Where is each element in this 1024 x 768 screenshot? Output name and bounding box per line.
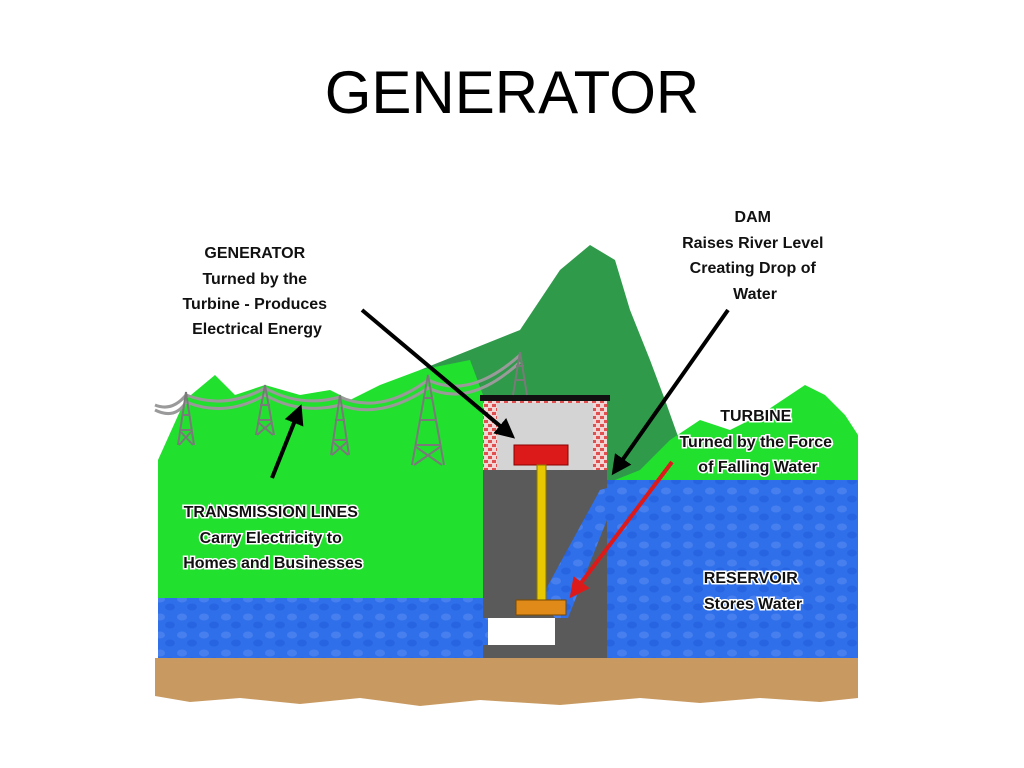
generator-label-line: Electrical Energy [192,321,322,338]
transmission-tower [330,394,350,456]
transmission-tower [255,384,275,436]
turbine-shaft [536,464,547,604]
turbine-unit [515,599,567,616]
hills-left [158,360,483,600]
dam-arrow [611,308,730,476]
dam-label: DAM Raises River Level Creating Drop of … [682,209,828,303]
dam-label-line: Creating Drop of [690,260,817,277]
dam-label-line: Raises River Level [682,235,823,252]
generator-label-line: GENERATOR [204,245,305,262]
turbine-label-line: of Falling Water [698,459,817,476]
slide-title: GENERATOR [324,59,700,126]
generator-unit [513,444,569,466]
powerhouse-roof [480,395,610,401]
transmission-label-line: TRANSMISSION LINES [184,504,359,521]
transmission-label: TRANSMISSION LINES Carry Electricity to … [183,504,363,572]
transmission-arrow [270,404,304,479]
generator-arrow [360,308,516,439]
reservoir-label-line: RESERVOIR [704,570,798,587]
turbine-label-line: TURBINE [720,408,791,425]
ground [155,658,858,706]
generator-label-line: Turned by the [202,271,307,288]
generator-label: GENERATOR Turned by the Turbine - Produc… [182,245,331,338]
transmission-tower [411,374,445,466]
reservoir-label: RESERVOIR Stores Water [704,570,802,613]
reservoir-label-line: Stores Water [704,596,802,613]
turbine-label-line: Turned by the Force [679,434,832,451]
transmission-label-line: Carry Electricity to [200,530,343,547]
transmission-wire-bottom [154,360,522,416]
turbine-arrow [569,460,674,599]
generator-label-line: Turbine - Produces [182,296,327,313]
transmission-tower [512,351,528,396]
dam-label-line: DAM [735,209,771,226]
turbine-label: TURBINE Turned by the Force of Falling W… [679,408,836,476]
hills-right [610,385,858,482]
transmission-tower [177,391,195,446]
dam-label-line: Water [733,286,777,303]
transmission-label-line: Homes and Businesses [183,555,363,572]
